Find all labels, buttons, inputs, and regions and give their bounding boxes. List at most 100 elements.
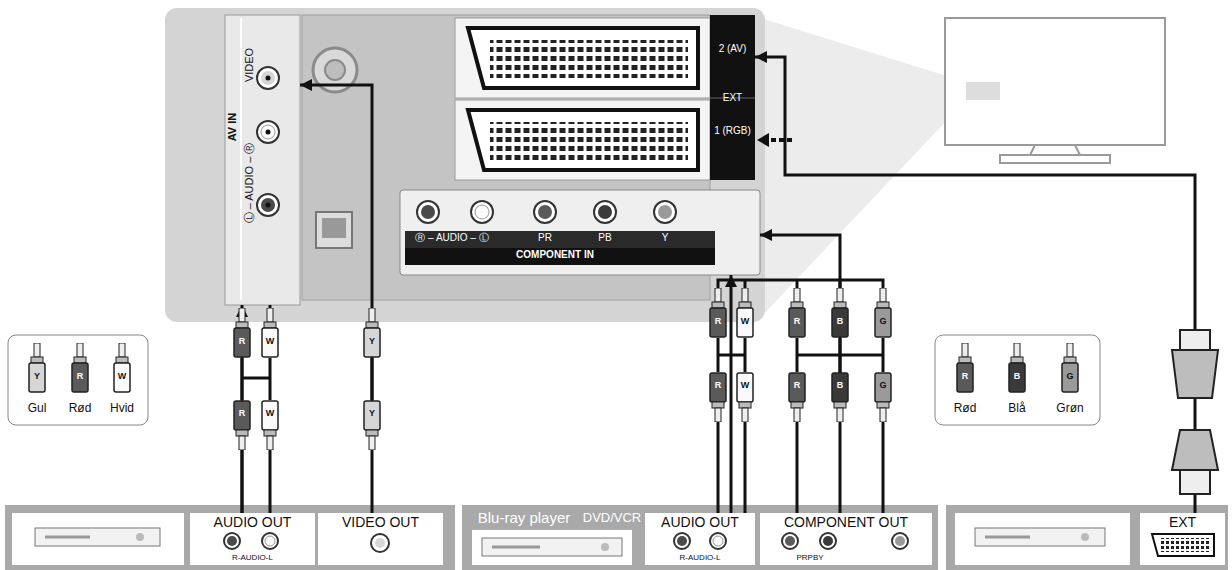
- device-out-boxes: [674, 533, 690, 549]
- device-out-boxes: [713, 536, 723, 546]
- rca-plugs: [114, 343, 130, 392]
- av-in-jacks: [261, 198, 275, 212]
- node-text: Ⓛ – AUDIO – Ⓡ: [243, 143, 256, 224]
- cable-connector: [730, 275, 733, 513]
- plug-letter: R: [715, 380, 722, 391]
- device-out-boxes: [265, 536, 275, 546]
- component-in-panel: [417, 201, 439, 223]
- rca-plugs: [1062, 343, 1078, 392]
- tv-illustration: [966, 82, 1000, 100]
- device-out-boxes: [371, 534, 389, 552]
- node-text: R-AUDIO-L: [680, 553, 721, 563]
- tv-panel: [325, 60, 345, 80]
- node-text: VIDEO: [243, 48, 256, 82]
- rca-plugs: [737, 288, 753, 337]
- rca-plugs: [789, 288, 805, 337]
- device-bars: [5, 505, 455, 570]
- node-text: VIDEO OUT: [342, 514, 419, 531]
- tv-panel: [225, 15, 300, 305]
- plug-letter: W: [266, 408, 275, 419]
- rca-plugs: [737, 373, 753, 422]
- node-text: PR: [538, 232, 552, 244]
- tv-panel: [240, 18, 242, 300]
- plug-letter: G: [1066, 371, 1073, 382]
- device-out-boxes: [227, 536, 237, 546]
- device-out-boxes: [892, 533, 908, 549]
- device-out-boxes: [224, 533, 240, 549]
- plug-letter: G: [879, 380, 886, 391]
- av-in-jacks: [266, 76, 271, 81]
- tv-panel: [490, 122, 688, 160]
- node-text: DVD/VCR: [583, 510, 642, 526]
- component-in-panel: [538, 205, 552, 219]
- rca-plugs: [262, 308, 278, 357]
- plug-letter: Y: [369, 336, 375, 347]
- cable-connector: [300, 85, 372, 513]
- device-icons: [492, 546, 540, 549]
- scart-plugs: [1172, 350, 1218, 398]
- tv-panel: [468, 28, 698, 88]
- plug-letter: R: [77, 371, 84, 382]
- rca-plugs: [832, 288, 848, 337]
- device-icons: [12, 513, 184, 565]
- scart-plugs: [1180, 330, 1210, 350]
- device-out-boxes: [760, 513, 932, 565]
- node-text: Ⓡ – AUDIO – Ⓛ: [415, 232, 488, 244]
- node-text: AUDIO OUT: [661, 514, 739, 531]
- plug-letter: W: [118, 371, 127, 382]
- device-out-boxes: [1152, 534, 1214, 556]
- scart-plugs: [1172, 430, 1218, 470]
- plug-letter: Y: [369, 408, 375, 419]
- device-icons: [136, 533, 144, 541]
- scart-plugs: [1180, 470, 1210, 494]
- plug-letter: B: [837, 380, 844, 391]
- zoom-wedge: [760, 18, 966, 318]
- device-bars: [946, 505, 1228, 570]
- plug-letter: R: [239, 336, 246, 347]
- component-in-panel: [421, 205, 435, 219]
- rca-plugs: [875, 288, 891, 337]
- device-icons: [35, 528, 160, 546]
- node-text: COMPONENT IN: [516, 249, 594, 261]
- component-in-panel: [658, 205, 672, 219]
- av-in-jacks: [257, 194, 279, 216]
- device-icons: [12, 513, 1130, 565]
- node-text: EXT: [1169, 514, 1196, 531]
- dashed-rgb-arrow: [757, 133, 769, 147]
- node-text: PB: [598, 232, 611, 244]
- plug-letter: R: [794, 316, 801, 327]
- tv-panel: [455, 100, 710, 180]
- device-out-boxes: [1140, 513, 1225, 565]
- rca-plugs: [29, 288, 1078, 450]
- plug-letter: W: [266, 336, 275, 347]
- device-icons: [601, 543, 609, 551]
- device-out-boxes: [190, 513, 1225, 565]
- output-box: EXT: [1140, 513, 1225, 565]
- ext-scart-strip: 2 (AV)EXT1 (RGB): [710, 15, 755, 180]
- component-in-panel: [594, 201, 616, 223]
- device-out-boxes: [375, 538, 385, 548]
- tv-illustration: [945, 18, 1165, 145]
- node-text: Rød: [954, 401, 977, 415]
- rca-plugs: [262, 401, 278, 450]
- device-icons: [482, 538, 622, 556]
- node-text: Rød: [69, 401, 92, 415]
- component-in-panel: [534, 201, 556, 223]
- plug-letter: B: [837, 316, 844, 327]
- device-icons: [985, 536, 1030, 539]
- device-out-boxes: [645, 513, 755, 565]
- device-bars: [462, 505, 938, 570]
- node-text: Blu-ray player: [478, 509, 571, 527]
- device-out-boxes: [895, 536, 905, 546]
- rca-plugs: [875, 373, 891, 422]
- output-box: AUDIO OUTR-AUDIO-L: [190, 513, 315, 565]
- output-box: AUDIO OUT R-AUDIO-L: [645, 513, 755, 565]
- plug-letter: W: [741, 380, 750, 391]
- node-text: AV IN: [226, 113, 239, 142]
- tv-panel: [165, 8, 765, 322]
- rca-plugs: [789, 373, 805, 422]
- rca-plugs: [957, 343, 973, 392]
- av-in-jacks: [257, 67, 279, 216]
